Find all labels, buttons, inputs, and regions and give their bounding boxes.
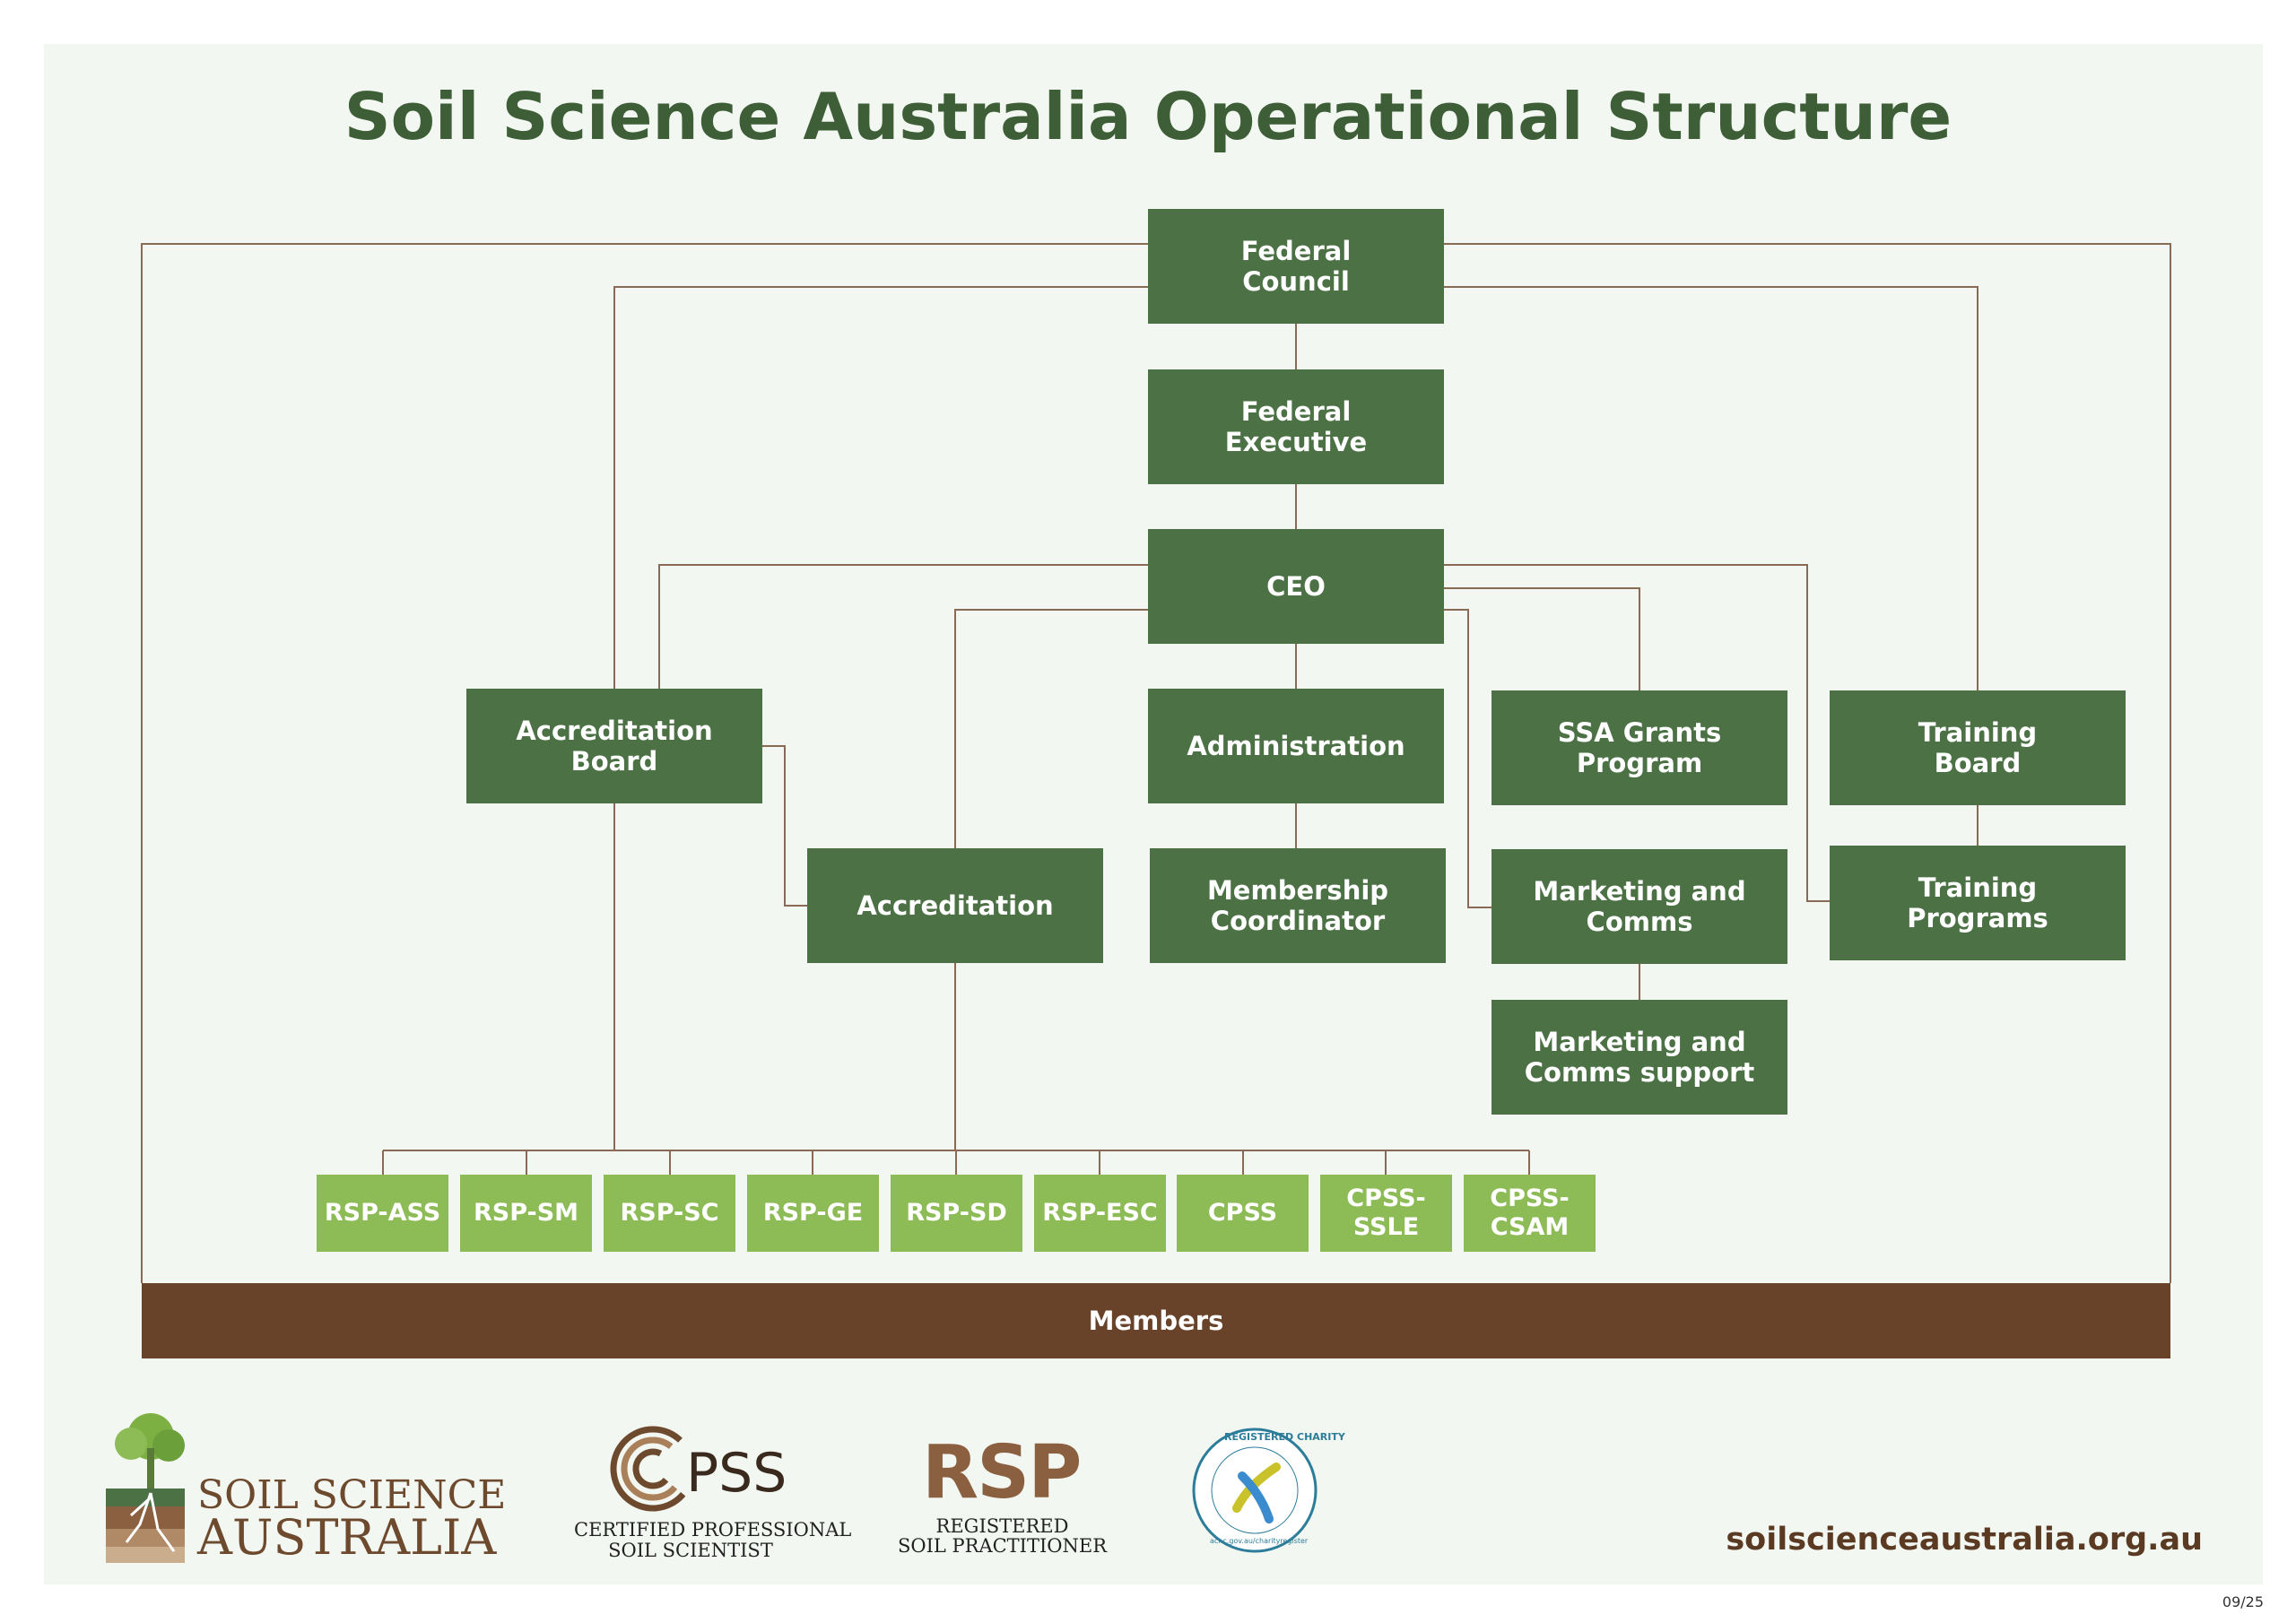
page-number: 09/25 xyxy=(2222,1593,2264,1610)
credential-rsp-sc: RSP-SC xyxy=(604,1175,735,1252)
accreditation-board-box: Accreditation Board xyxy=(466,689,762,803)
credential-rsp-esc: RSP-ESC xyxy=(1034,1175,1166,1252)
marketing-and-comms-support-box: Marketing and Comms support xyxy=(1492,1000,1787,1115)
credential-cpss: CPSS xyxy=(1177,1175,1309,1252)
credential-rsp-ass: RSP-ASS xyxy=(317,1175,448,1252)
cpss-emblem-icon xyxy=(610,1426,696,1512)
credential-cpss-ssle: CPSS- SSLE xyxy=(1320,1175,1452,1252)
ceo-box: CEO xyxy=(1148,529,1444,644)
membership-coordinator-box: Membership Coordinator xyxy=(1150,848,1446,963)
training-programs-box: Training Programs xyxy=(1830,846,2126,960)
federal-executive-box: Federal Executive xyxy=(1148,369,1444,484)
cpss-logo-line2: SOIL SCIENTIST xyxy=(608,1540,773,1561)
website-link[interactable]: soilscienceaustralia.org.au xyxy=(1726,1522,2203,1558)
rsp-logo-line2: SOIL PRACTITIONER xyxy=(897,1535,1108,1557)
credential-rsp-sd: RSP-SD xyxy=(891,1175,1022,1252)
cpss-logo-line1: CERTIFIED PROFESSIONAL xyxy=(574,1519,852,1541)
credential-rsp-sm: RSP-SM xyxy=(460,1175,592,1252)
accreditation-box: Accreditation xyxy=(807,848,1103,963)
members-bar: Members xyxy=(142,1283,2170,1358)
charity-tick-icon xyxy=(1192,1428,1318,1553)
training-board-box: Training Board xyxy=(1830,690,2126,805)
rsp-logo: RSP REGISTERED SOIL PRACTITIONER xyxy=(892,1430,1112,1565)
tree-icon xyxy=(106,1413,185,1563)
rsp-logo-line1: REGISTERED xyxy=(935,1515,1069,1537)
marketing-and-comms-box: Marketing and Comms xyxy=(1492,849,1787,964)
registered-charity-logo: REGISTERED CHARITY acnc.gov.au/charityre… xyxy=(1190,1426,1345,1556)
page-title: Soil Science Australia Operational Struc… xyxy=(344,79,1952,154)
rsp-logo-mark: RSP xyxy=(922,1430,1082,1515)
administration-box: Administration xyxy=(1148,689,1444,803)
federal-council-box: Federal Council xyxy=(1148,209,1444,324)
credential-rsp-ge: RSP-GE xyxy=(747,1175,879,1252)
cpss-logo-mark: PSS xyxy=(686,1442,787,1505)
ssa-grants-program-box: SSA Grants Program xyxy=(1492,690,1787,805)
charity-bottom-text: acnc.gov.au/charityregister xyxy=(1210,1537,1309,1545)
credential-cpss-csam: CPSS- CSAM xyxy=(1464,1175,1596,1252)
charity-top-text: REGISTERED CHARITY xyxy=(1224,1431,1345,1443)
ssa-logo-line1: SOIL SCIENCE xyxy=(197,1472,507,1518)
ssa-logo-line2: AUSTRALIA xyxy=(197,1509,497,1566)
soil-science-australia-logo: SOIL SCIENCE AUSTRALIA xyxy=(104,1408,506,1566)
cpss-logo: PSS CERTIFIED PROFESSIONAL SOIL SCIENTIS… xyxy=(574,1426,852,1565)
